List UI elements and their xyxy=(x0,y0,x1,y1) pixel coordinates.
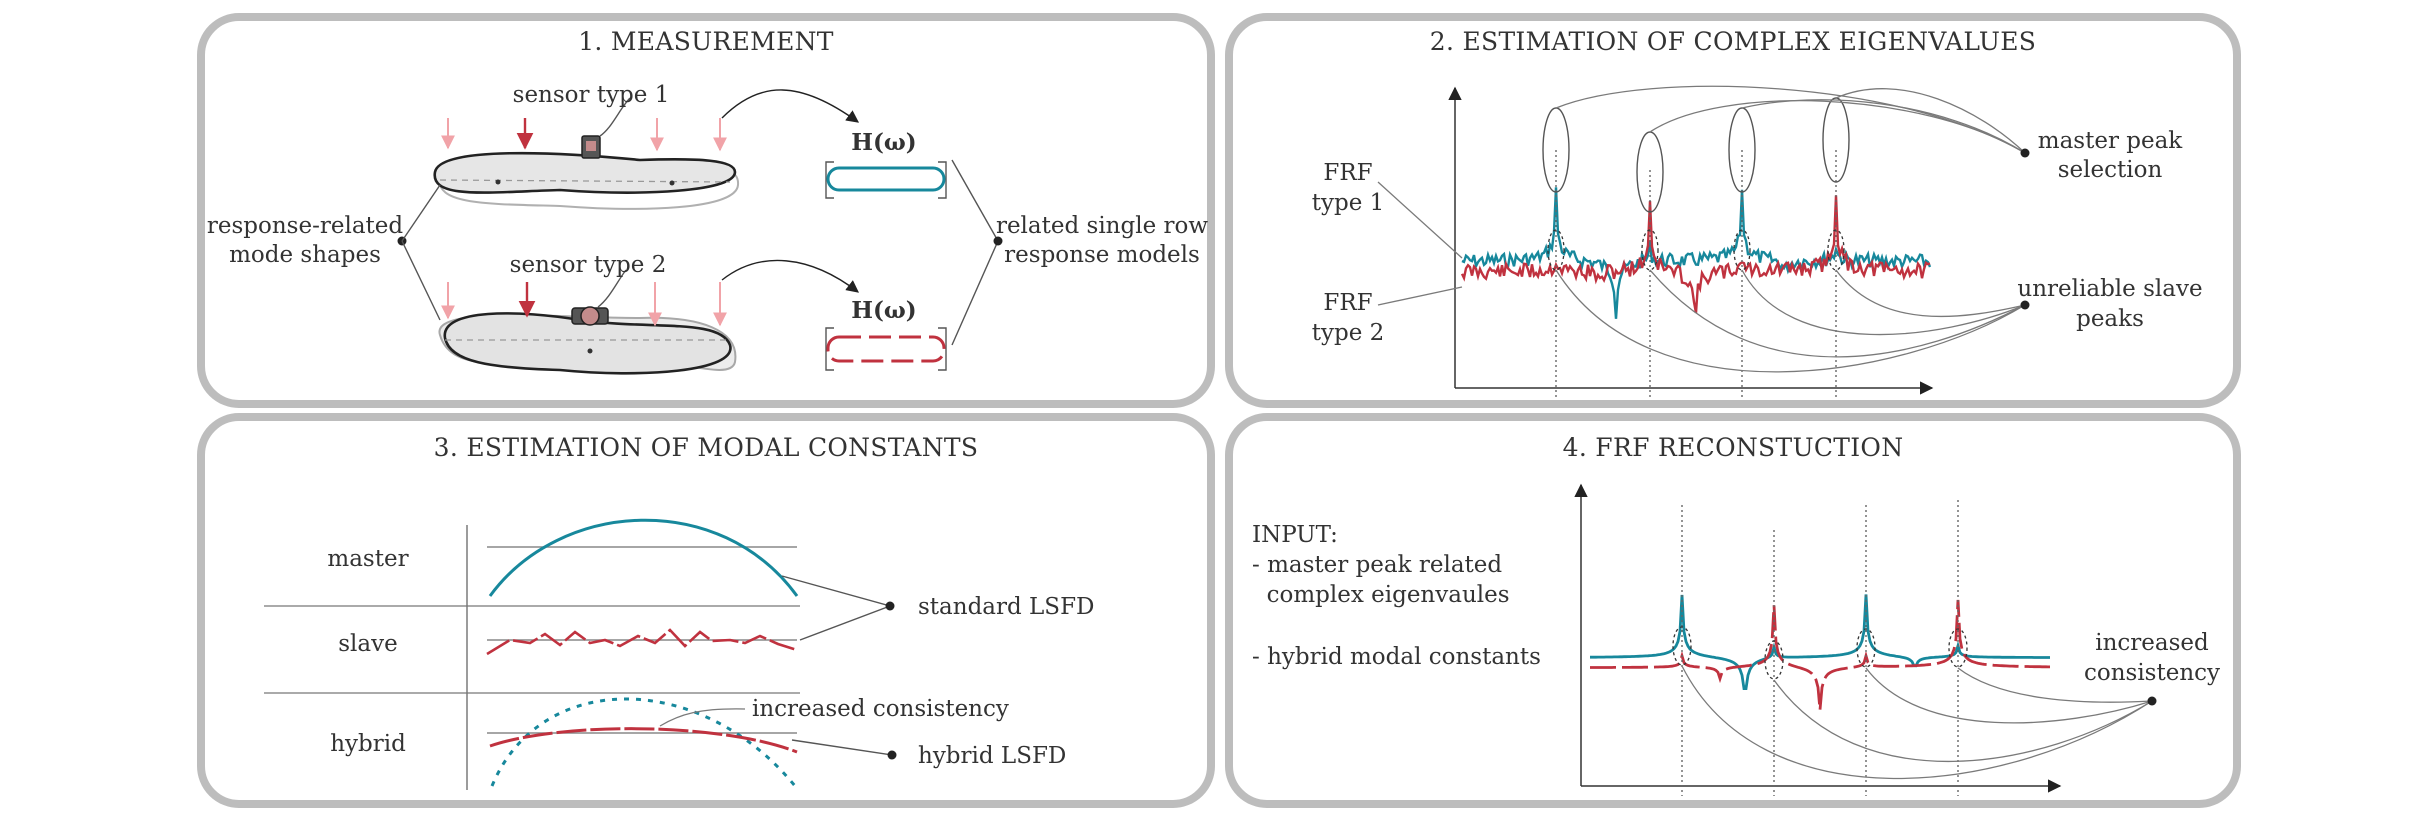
sensor-type-2-label: sensor type 2 xyxy=(510,252,667,278)
frf-type-1-label-1: FRF xyxy=(1323,160,1372,186)
hybrid-dot xyxy=(887,750,897,760)
response-model-1: H(ω) xyxy=(825,129,947,199)
connector-dot-right xyxy=(993,236,1003,246)
frf-type-1-pointer xyxy=(1377,181,1463,259)
reconstructed-frf-type-1 xyxy=(1590,594,2050,690)
row-label-master: master xyxy=(327,546,408,572)
slave-constant-curve xyxy=(486,628,798,656)
standard-dot xyxy=(885,601,895,611)
response-model-2: H(ω) xyxy=(825,297,947,371)
slave-peak-ellipses xyxy=(1547,229,1845,271)
master-label-1: master peak xyxy=(2038,128,2184,154)
consistency-dot xyxy=(2147,696,2157,706)
matrix-label-2: H(ω) xyxy=(851,297,916,324)
master-label-2: selection xyxy=(2058,157,2163,183)
slave-label-1: unreliable slave xyxy=(2017,276,2202,302)
response-models-label-1: related single row xyxy=(996,213,1208,239)
row-label-slave: slave xyxy=(338,631,397,657)
frf-type-1-label-2: type 1 xyxy=(1312,190,1385,216)
panel-title: 3. ESTIMATION OF MODAL CONSTANTS xyxy=(434,433,979,462)
mode-shape-1 xyxy=(433,97,740,210)
response-models-label-2: response models xyxy=(1004,242,1200,268)
standard-lsfd-label: standard LSFD xyxy=(918,594,1094,620)
mode-shapes-label-2: mode shapes xyxy=(229,242,381,268)
panel-frame xyxy=(1225,13,2241,408)
hybrid-constant-curve xyxy=(489,727,798,754)
panel-title: 2. ESTIMATION OF COMPLEX EIGENVALUES xyxy=(1430,27,2036,56)
panel-eigenvalues: 2. ESTIMATION OF COMPLEX EIGENVALUES xyxy=(1225,13,2241,408)
frf-type-2-pointer xyxy=(1377,286,1463,306)
panel-frf-reconstruction: 4. FRF RECONSTUCTION INPUT: - master pea… xyxy=(1225,413,2241,808)
panel-modal-constants: 3. ESTIMATION OF MODAL CONSTANTS master … xyxy=(197,413,1215,808)
reconstructed-frf-type-2 xyxy=(1590,599,2050,711)
mode-shape-2 xyxy=(438,269,737,375)
increased-consistency-label: increased consistency xyxy=(752,696,1009,722)
panel-title: 1. MEASUREMENT xyxy=(578,27,834,56)
master-constant-curve xyxy=(488,518,799,597)
peak-markers xyxy=(1681,500,1959,796)
panel-frame xyxy=(1225,413,2241,808)
slave-dot xyxy=(2020,300,2030,310)
frf-type-2-label-1: FRF xyxy=(1323,290,1372,316)
master-connectors xyxy=(1555,85,2026,154)
slave-label-2: peaks xyxy=(2076,306,2144,332)
panel-title: 4. FRF RECONSTUCTION xyxy=(1563,433,1904,462)
arrow-to-model-1 xyxy=(721,89,860,123)
sensor-type-1-label: sensor type 1 xyxy=(513,82,670,108)
consistency-ellipses xyxy=(1672,626,1968,680)
master-dot xyxy=(2020,148,2030,158)
input-line-5: - hybrid modal constants xyxy=(1252,644,1541,670)
panel-frame xyxy=(197,413,1215,808)
consistency-label: consistency xyxy=(2084,660,2220,686)
mode-shapes-label-1: response-related xyxy=(207,213,404,239)
hybrid-master-curve xyxy=(490,697,797,787)
consistency-connectors xyxy=(1681,665,2153,780)
matrix-label-1: H(ω) xyxy=(851,129,916,156)
arrow-to-model-2 xyxy=(721,259,859,293)
row-label-hybrid: hybrid xyxy=(330,731,406,757)
panel-measurement: 1. MEASUREMENT sensor type 1 xyxy=(197,13,1215,408)
frf-type-2-label-2: type 2 xyxy=(1312,320,1385,346)
input-line-2: - master peak related xyxy=(1252,552,1502,578)
input-line-1: INPUT: xyxy=(1252,522,1338,548)
increased-label: increased xyxy=(2095,630,2209,656)
hybrid-lsfd-label: hybrid LSFD xyxy=(918,743,1066,769)
input-line-3: complex eigenvaules xyxy=(1252,582,1510,608)
slave-connectors xyxy=(1555,269,2026,373)
